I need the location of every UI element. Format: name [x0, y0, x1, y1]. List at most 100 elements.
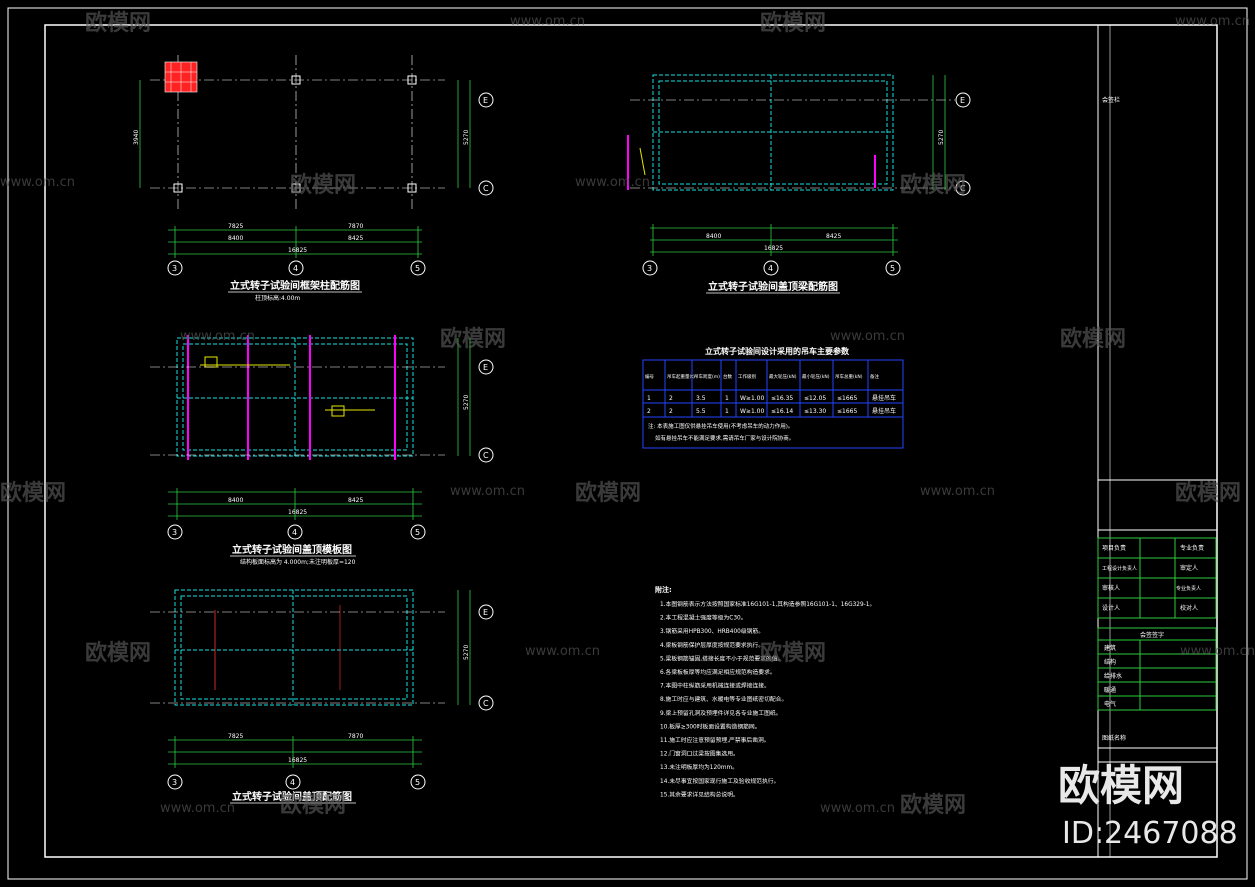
title-block-r4c3: 校对人 [1180, 604, 1198, 612]
watermark-url: www.om.cn [160, 801, 235, 816]
watermark-url: www.om.cn [830, 329, 905, 344]
watermark-brand: 欧模网 [290, 172, 356, 198]
watermark-url: www.om.cn [180, 329, 255, 344]
axis-label-col: 3 [647, 264, 652, 273]
note-line: 11.施工时应注意预留预埋,严禁事后凿洞。 [660, 736, 770, 744]
crane-table-header: 最大轮压(kN) [769, 373, 797, 380]
watermark-brand: 欧模网 [760, 640, 826, 666]
axis-bubble-col [288, 260, 304, 276]
title-block-r4c1: 设计人 [1102, 604, 1120, 612]
crane-table-header: 工作级别 [738, 373, 756, 380]
axis-label-col: 4 [292, 528, 297, 537]
crane-table-cell: ≤16.14 [771, 408, 793, 415]
note-line: 4.梁板钢筋保护层厚度按规范要求执行。 [660, 641, 764, 649]
title-block-r1c3: 专业负责 [1180, 544, 1204, 552]
axis-bubble-col [410, 260, 426, 276]
axis-label-row: E [483, 363, 488, 372]
crane-table-cell: 3.5 [696, 395, 706, 402]
axis-bubble-row [478, 447, 494, 463]
axis-bubble-col [167, 260, 183, 276]
axis-bubble-col [410, 524, 426, 540]
dim-inner2-4: 7870 [348, 733, 363, 740]
crane-table-header: 最小轮压(kN) [802, 373, 830, 380]
plan1-title: 立式转子试验间框架柱配筋图 [230, 279, 360, 292]
dim-row-4: 5270 [463, 645, 470, 660]
watermark-url: www.om.cn [525, 644, 600, 659]
crane-table-cell: ≤1665 [837, 408, 857, 415]
inner-frame [44, 24, 1218, 858]
dim-inner1-1: 7825 [228, 223, 243, 230]
axis-bubble-col [763, 260, 779, 276]
dim-inner1-4: 7825 [228, 733, 243, 740]
watermark-brand: 欧模网 [280, 792, 346, 818]
note-line: 13.未注明板厚均为120mm。 [660, 763, 738, 771]
axis-bubble-col [642, 260, 658, 276]
axis-label-col: 3 [172, 264, 177, 273]
axis-bubble-row [478, 359, 494, 375]
dim-bay2-1: 8425 [348, 235, 363, 242]
crane-table-header: 吊车跨度(m) [694, 373, 720, 380]
axis-bubble-col [885, 260, 901, 276]
dim-row-3: 5270 [463, 395, 470, 410]
note-line: 8.施工时应与建筑、水暖电等专业图纸密切配合。 [660, 695, 787, 703]
title-block: 会签栏 项目负责 专业负责 工程设计负责人 审定人 审核人 专业负责人 设计人 … [1102, 96, 1204, 742]
watermark-url: www.om.cn [575, 175, 650, 190]
watermark-url: www.om.cn [820, 801, 895, 816]
title-block-r2c1: 工程设计负责人 [1102, 565, 1137, 572]
crane-table-header: 吊车起重量(t) [667, 373, 695, 380]
axis-label-col: 3 [172, 528, 177, 537]
watermark-brand: 欧模网 [1175, 480, 1241, 506]
axis-label-col: 4 [768, 264, 773, 273]
watermark-brand: 欧模网 [760, 10, 826, 36]
note-line: 15.其余要求详见结构总说明。 [660, 790, 739, 798]
watermark-layer: 欧模网欧模网欧模网欧模网欧模网欧模网欧模网欧模网欧模网欧模网欧模网欧模网欧模网w… [0, 10, 1255, 818]
plan-roof-template [150, 335, 471, 520]
dim-row-left-1: 3940 [133, 130, 140, 145]
sign-row-1: 建筑 [1104, 644, 1116, 652]
axis-bubble-row [478, 180, 494, 196]
axis-bubble-row [478, 695, 494, 711]
watermark-url: www.om.cn [1175, 14, 1250, 29]
title-block-r3c3: 专业负责人 [1176, 585, 1201, 592]
dim-overall-2: 16825 [764, 245, 783, 252]
watermark-logo-big: 欧模网 [1058, 761, 1184, 810]
crane-table-header: 吊车总重(kN) [835, 373, 863, 380]
watermark-url: www.om.cn [0, 175, 75, 190]
axis-label-row: E [483, 96, 488, 105]
note-line: 6.各梁板板厚等均应满足相应规范构造要求。 [660, 668, 776, 676]
crane-table-cell: W≥1.00 [740, 395, 765, 402]
watermark-brand: 欧模网 [0, 480, 66, 506]
title-block-r2c3: 审定人 [1180, 564, 1198, 572]
dim-bay2-2: 8425 [826, 233, 841, 240]
axis-label-row: E [483, 608, 488, 617]
notes-title: 附注: [655, 585, 672, 594]
axis-bubble-row [478, 604, 494, 620]
axis-label-col: 3 [172, 778, 177, 787]
crane-table-cell: ≤12.05 [804, 395, 826, 402]
watermark-id: ID:2467088 [1062, 816, 1238, 851]
watermark-url: www.om.cn [1180, 644, 1255, 659]
watermark-brand: 欧模网 [85, 10, 151, 36]
crane-table-cell: ≤13.30 [804, 408, 826, 415]
axis-label-row: C [483, 699, 489, 708]
crane-table-cell: ≤1665 [837, 395, 857, 402]
watermark-brand: 欧模网 [575, 480, 641, 506]
drawing-name-label: 图纸名称 [1102, 734, 1126, 742]
crane-table-header: 编号 [645, 373, 654, 380]
crane-table-header: 备注 [870, 373, 879, 380]
sign-row-5: 电气 [1104, 700, 1116, 708]
watermark-brand: 欧模网 [85, 640, 151, 666]
title-block-section2: 会签签字 [1140, 631, 1164, 639]
axis-label-row: C [960, 184, 966, 193]
text-layer: 立式转子试验间框架柱配筋图 柱顶标高:4.00m 立式转子试验间盖顶梁配筋图 立… [133, 130, 945, 804]
plan1-subtitle: 柱顶标高:4.00m [255, 294, 300, 302]
title-block-r3c1: 审核人 [1102, 584, 1120, 592]
plan-column-layout [139, 55, 471, 258]
sign-row-3: 给排水 [1104, 672, 1122, 680]
note-line: 1.本图钢筋表示方法按照国家标准16G101-1,其构造参照16G101-1、1… [660, 600, 875, 608]
plan-roof-beams [627, 74, 955, 256]
outer-frame [7, 7, 1248, 880]
crane-table-cell: 悬挂吊车 [872, 394, 896, 402]
crane-table-cell: 2 [669, 408, 673, 415]
